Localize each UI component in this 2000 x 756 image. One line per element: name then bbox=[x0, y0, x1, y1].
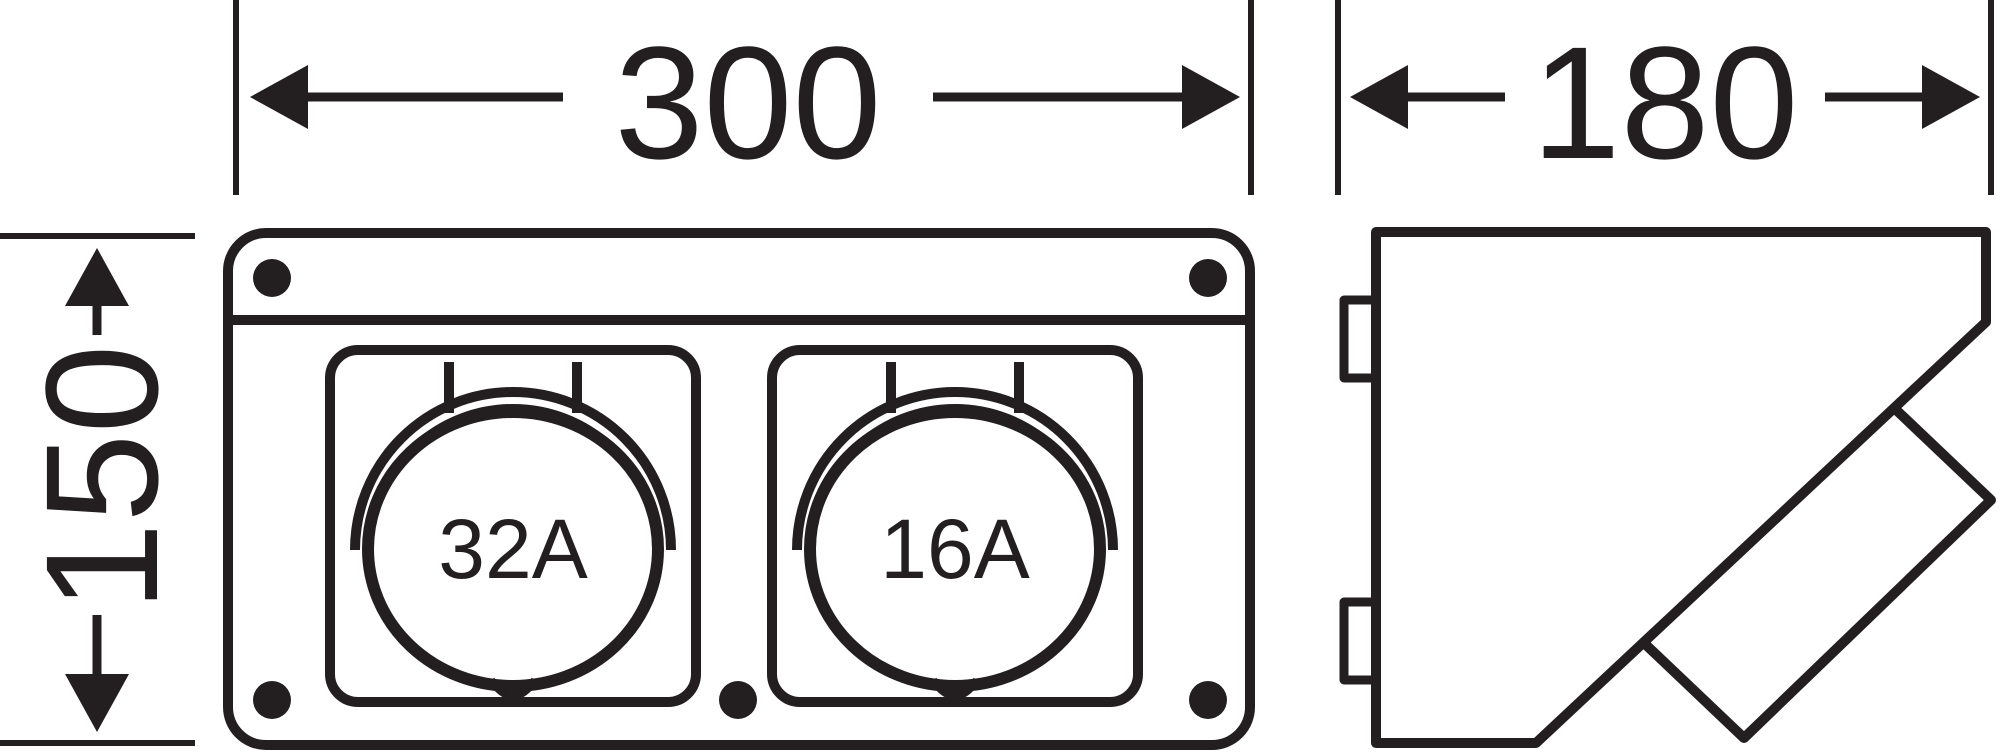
front-view: 32A 16A bbox=[223, 228, 1255, 750]
arrowhead-bottom bbox=[65, 674, 129, 732]
socket-face bbox=[362, 406, 664, 692]
mounting-tab-bottom bbox=[1339, 597, 1381, 685]
enclosure-outline bbox=[223, 228, 1255, 750]
socket-rating-label: 32A bbox=[438, 502, 587, 596]
socket-32a: 32A bbox=[325, 345, 701, 707]
enclosure-side-profile bbox=[1371, 227, 1991, 748]
dimension-height: 150 bbox=[0, 233, 195, 746]
dimension-depth: 180 bbox=[1335, 0, 1994, 195]
socket-cover-arc bbox=[350, 387, 676, 551]
arrowhead-right bbox=[1922, 65, 1980, 129]
socket-frame bbox=[325, 345, 701, 707]
width-label: 300 bbox=[615, 13, 882, 192]
arrowhead-right bbox=[1182, 65, 1240, 129]
height-label: 150 bbox=[12, 345, 191, 612]
side-view bbox=[1339, 227, 1996, 748]
screw-top-right bbox=[1189, 259, 1227, 297]
mounting-tab-top bbox=[1339, 295, 1381, 383]
arrowhead-left bbox=[250, 65, 308, 129]
socket-rating-label: 16A bbox=[880, 502, 1029, 596]
socket-frame bbox=[767, 345, 1143, 707]
dimension-width: 300 bbox=[233, 0, 1254, 195]
socket-cover-arc bbox=[792, 387, 1118, 551]
arrowhead-left bbox=[1350, 65, 1408, 129]
socket-16a: 16A bbox=[767, 345, 1143, 707]
socket-face bbox=[804, 406, 1106, 692]
screw-bottom-left bbox=[253, 681, 291, 719]
cover-latch bbox=[929, 677, 981, 700]
depth-label: 180 bbox=[1532, 13, 1799, 192]
screw-top-left bbox=[253, 259, 291, 297]
arrowhead-top bbox=[65, 248, 129, 306]
cover-latch bbox=[487, 677, 539, 700]
screw-bottom-center bbox=[719, 681, 757, 719]
socket-housing-protrusion bbox=[1640, 401, 1996, 743]
screw-bottom-right bbox=[1189, 681, 1227, 719]
